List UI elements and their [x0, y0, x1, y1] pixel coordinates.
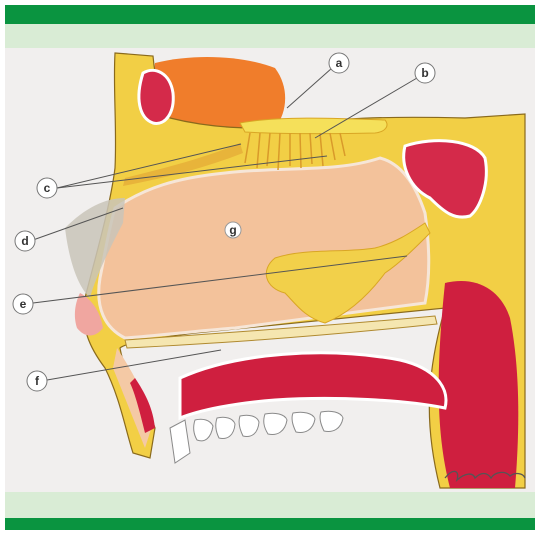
svg-text:a: a: [336, 56, 343, 70]
svg-text:b: b: [421, 66, 428, 80]
bottom-pale-band: [5, 492, 535, 518]
svg-text:c: c: [44, 181, 51, 195]
label-f: f: [27, 371, 47, 391]
top-green-band: [5, 5, 535, 24]
label-g: g: [225, 222, 241, 238]
label-b: b: [415, 63, 435, 83]
label-d: d: [15, 231, 35, 251]
svg-text:e: e: [20, 297, 27, 311]
olfactory-bulb: [240, 118, 387, 134]
svg-text:d: d: [21, 234, 28, 248]
frontal-sinus: [139, 70, 173, 123]
pharynx: [439, 281, 519, 488]
top-pale-band: [5, 24, 535, 48]
label-e: e: [13, 294, 33, 314]
svg-text:g: g: [229, 223, 236, 237]
bottom-green-band: [5, 518, 535, 530]
nasal-cavity-illustration: a b c d e f g: [5, 48, 535, 492]
label-c: c: [37, 178, 57, 198]
label-a: a: [329, 53, 349, 73]
